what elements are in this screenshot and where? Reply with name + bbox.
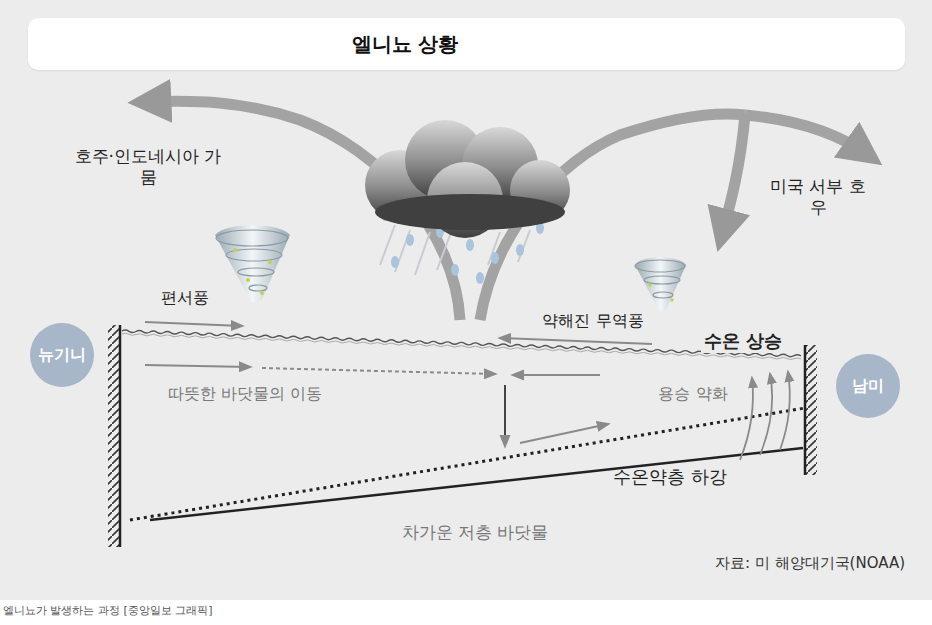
wind-label: 약해진 무역풍 (539, 311, 646, 331)
background-panel (0, 0, 932, 600)
upwelling-label: 용승 약화 (655, 384, 730, 404)
title-panel (28, 18, 905, 70)
temperature-label: 수온 상승 (701, 330, 785, 353)
region-circle: 뉴기니 (30, 323, 94, 387)
thermocline-label: 수온약층 하강 (613, 466, 727, 489)
diagram-title: 엘니뇨 상황 (352, 32, 459, 57)
region-label: 미국 서부 호우 (770, 176, 866, 219)
region-label: 호주·인도네시아 가뭄 (73, 146, 223, 189)
region-circle: 남미 (836, 354, 900, 418)
deep-water-label: 차가운 저층 바닷물 (402, 522, 549, 543)
region-name: 뉴기니 (38, 345, 86, 366)
current-label: 따뜻한 바닷물의 이동 (168, 384, 322, 404)
region-name: 남미 (852, 376, 884, 397)
source-note: 자료: 미 해양대기국(NOAA) (715, 554, 905, 573)
wind-label: 편서풍 (161, 288, 209, 308)
figure-caption: 엘니뇨가 발생하는 과정 [중앙일보 그래픽] (3, 604, 213, 618)
